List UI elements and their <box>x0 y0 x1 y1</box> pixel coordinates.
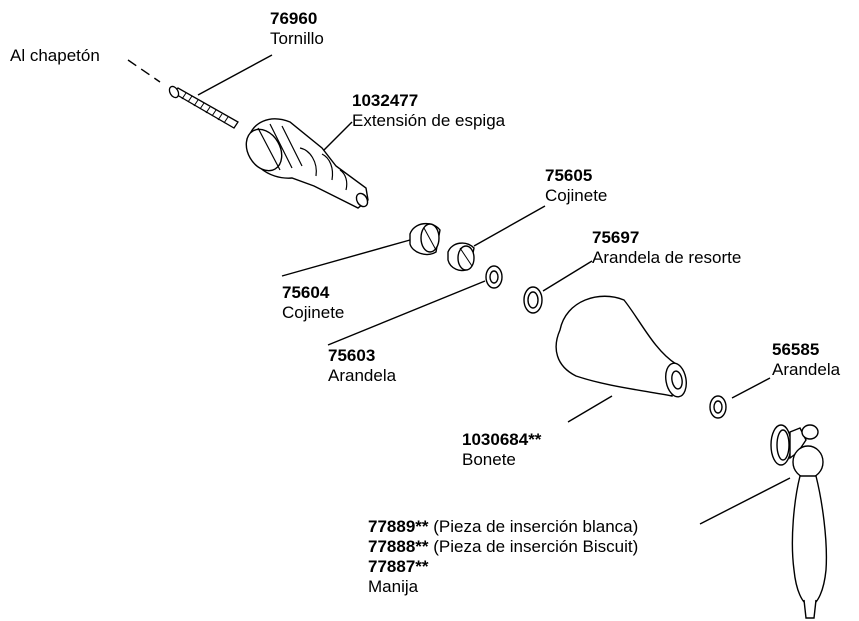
leader-washer-right <box>731 377 771 399</box>
screw-part-name: Tornillo <box>270 29 324 48</box>
spring-washer-callout: 75697 Arandela de resorte <box>592 228 741 268</box>
screw-part <box>168 85 239 129</box>
leader-washer-small <box>327 280 486 346</box>
spring-washer-part-number: 75697 <box>592 228 640 247</box>
bonnet-part <box>555 295 687 398</box>
leader-stem-extension <box>321 121 353 153</box>
leader-screw <box>197 54 273 96</box>
leader-handle <box>699 477 791 525</box>
bearing-75605-part <box>447 242 475 272</box>
handle-number-3: 77887 <box>368 557 416 576</box>
handle-stars-1: ** <box>415 517 429 536</box>
handle-callout: 77889** (Pieza de inserción blanca) 7788… <box>368 517 638 597</box>
spring-washer-part-name: Arandela de resorte <box>592 248 742 267</box>
handle-desc-1: (Pieza de inserción blanca) <box>428 517 639 536</box>
screw-callout: 76960 Tornillo <box>270 9 324 49</box>
handle-part <box>770 424 828 619</box>
leader-spring-washer <box>542 260 593 292</box>
stem-extension-callout: 1032477 Extensión de espiga <box>352 91 505 131</box>
bearing-75604-part <box>409 223 441 256</box>
handle-desc-2: (Pieza de inserción Biscuit) <box>428 537 639 556</box>
bearing-upper-part-name: Cojinete <box>545 186 608 205</box>
bonnet-stars: ** <box>528 430 542 449</box>
handle-number-1: 77889 <box>368 517 416 536</box>
washer-small-part-name: Arandela <box>328 366 397 385</box>
stem-extension-part-number: 1032477 <box>352 91 419 110</box>
leader-al-chapeton <box>127 59 161 83</box>
leader-bearing-upper <box>473 205 546 247</box>
bearing-upper-callout: 75605 Cojinete <box>545 166 607 206</box>
spring-washer-part <box>523 286 543 314</box>
al-chapeton-label: Al chapetón <box>10 46 100 65</box>
bearing-lower-part-name: Cojinete <box>282 303 345 322</box>
bonnet-part-number: 1030684 <box>462 430 529 449</box>
washer-right-callout: 56585 Arandela <box>772 340 840 380</box>
washer-right-part-number: 56585 <box>772 340 820 359</box>
washer-right-part-name: Arandela <box>772 360 841 379</box>
bonnet-callout: 1030684** Bonete <box>462 430 541 470</box>
bearing-lower-callout: 75604 Cojinete <box>282 283 344 323</box>
washer-75603-part <box>485 265 503 289</box>
stem-extension-part-name: Extensión de espiga <box>352 111 506 130</box>
bearing-lower-part-number: 75604 <box>282 283 330 302</box>
stem-extension-part <box>245 118 369 209</box>
screw-part-number: 76960 <box>270 9 318 28</box>
bearing-upper-part-number: 75605 <box>545 166 593 185</box>
leader-bearing-lower <box>281 239 411 277</box>
leader-bonnet <box>567 395 613 423</box>
handle-part-name: Manija <box>368 577 419 596</box>
bonnet-part-name: Bonete <box>462 450 516 469</box>
washer-small-part-number: 75603 <box>328 346 376 365</box>
washer-small-callout: 75603 Arandela <box>328 346 396 386</box>
handle-number-2: 77888 <box>368 537 416 556</box>
handle-stars-2: ** <box>415 537 429 556</box>
washer-56585-part <box>709 395 727 419</box>
handle-stars-3: ** <box>415 557 429 576</box>
